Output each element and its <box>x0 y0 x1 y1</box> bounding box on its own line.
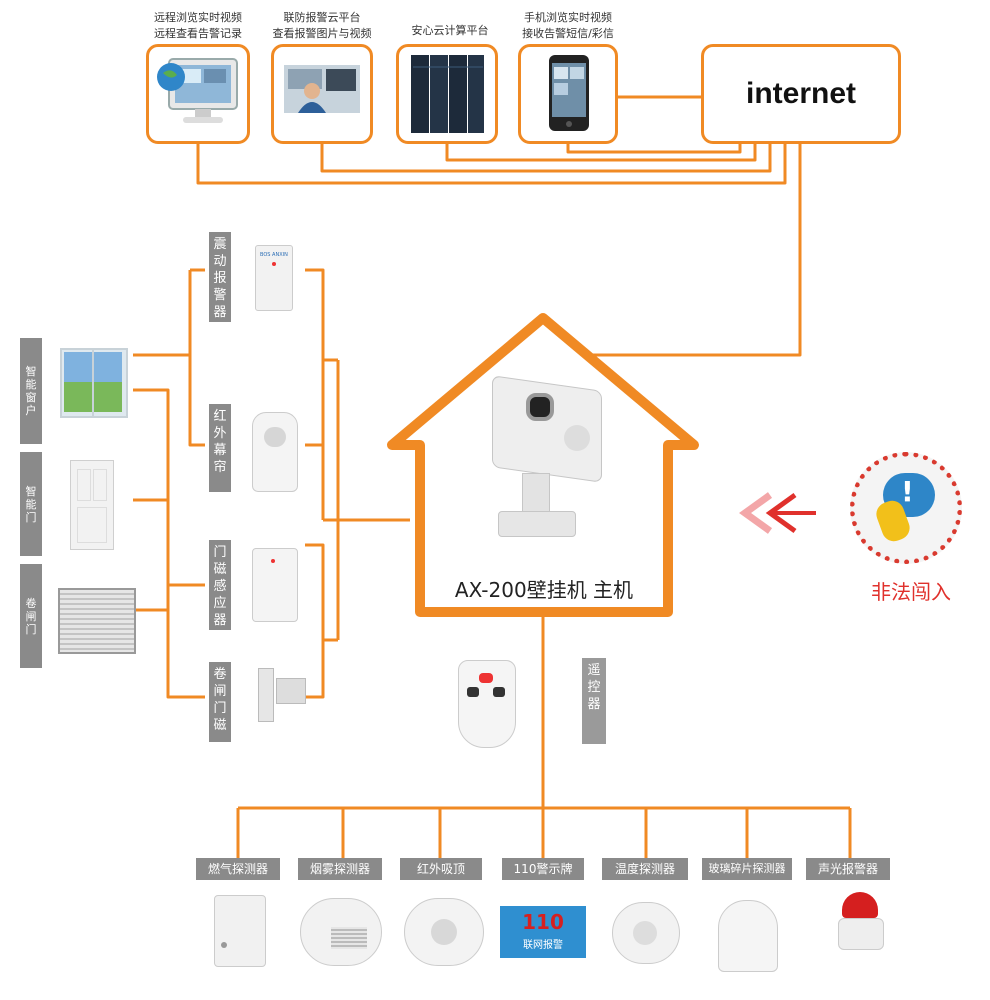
label-ir-curtain: 红外幕帘 <box>209 404 231 492</box>
sign-text: 联网报警 <box>523 940 563 951</box>
internet-box[interactable]: internet <box>701 44 901 144</box>
label-char: 器 <box>213 613 227 628</box>
label-char: 智 <box>25 365 37 378</box>
top-caption-3: 安心云计算平台 <box>390 23 510 39</box>
label-char: 磁 <box>213 562 227 577</box>
temp-detector-icon <box>612 902 680 964</box>
device-box-remote-view[interactable] <box>146 44 250 144</box>
label-ceiling-ir: 红外吸顶 <box>400 858 482 880</box>
top-caption-2: 联防报警云平台 查看报警图片与视频 <box>262 10 382 42</box>
label-char: 门 <box>213 545 227 560</box>
label-temp-detector: 温度探测器 <box>602 858 688 880</box>
server-rack-icon <box>411 55 484 133</box>
label-char: 报 <box>213 271 227 286</box>
siren-icon <box>838 892 884 950</box>
camera-main-unit-icon <box>484 375 604 563</box>
label-char: 户 <box>25 404 37 417</box>
sign-number: 110 <box>522 910 564 934</box>
vibration-sensor-icon: BOS ANXIN <box>255 245 293 311</box>
label-110-sign: 110警示牌 <box>502 858 584 880</box>
window-icon <box>60 348 128 418</box>
label-char: 感 <box>213 579 227 594</box>
caption-line: 手机浏览实时视频 <box>524 11 612 24</box>
intrusion-arrow-icon <box>739 492 816 534</box>
remote-control-icon <box>458 660 516 748</box>
gas-detector-icon <box>214 895 266 967</box>
door-icon <box>70 460 114 550</box>
label-char: 磁 <box>213 718 227 733</box>
rolling-shutter-icon <box>58 588 136 654</box>
caption-line: 远程浏览实时视频 <box>154 11 242 24</box>
label-char: 卷 <box>25 596 37 610</box>
ir-curtain-sensor-icon <box>252 412 298 492</box>
label-smart-door: 智能门 <box>20 452 42 556</box>
label-char: 门 <box>25 510 37 524</box>
label-char: 应 <box>213 596 227 611</box>
label-char: 门 <box>213 701 227 716</box>
device-box-mobile[interactable] <box>518 44 618 144</box>
device-box-cloud-platform[interactable] <box>396 44 498 144</box>
caption-line: 安心云计算平台 <box>411 24 489 37</box>
label-char: 帘 <box>213 460 227 475</box>
label-char: 闸 <box>213 684 227 699</box>
label-glass-break-detector: 玻璃碎片探测器 <box>702 858 792 880</box>
brand-logo: BOS ANXIN <box>260 252 288 258</box>
caption-line: 联防报警云平台 <box>283 11 361 24</box>
label-smart-window: 智能窗户 <box>20 338 42 444</box>
intruder-icon: ! <box>850 452 962 564</box>
label-char: 门 <box>25 622 37 636</box>
label-char: 控 <box>587 680 601 695</box>
label-char: 红 <box>213 409 227 424</box>
computer-monitor-icon <box>157 58 238 123</box>
caption-line: 远程查看告警记录 <box>154 27 242 40</box>
label-remote-control: 遥控器 <box>582 658 606 744</box>
label-char: 器 <box>213 305 227 320</box>
label-char: 外 <box>213 426 227 441</box>
ceiling-ir-icon <box>404 898 484 966</box>
label-siren: 声光报警器 <box>806 858 890 880</box>
label-char: 闸 <box>25 609 37 623</box>
label-char: 动 <box>213 254 227 269</box>
device-box-alarm-cloud[interactable] <box>271 44 373 144</box>
label-vibration-detector: 震动报警器 <box>209 232 231 322</box>
label-char: 警 <box>213 288 227 303</box>
label-char: 卷 <box>213 667 227 682</box>
smartphone-icon <box>549 55 589 131</box>
label-char: 能 <box>25 378 37 391</box>
label-shutter-magnet: 卷闸门磁 <box>209 662 231 742</box>
internet-label: internet <box>745 77 856 110</box>
intrusion-label: 非法闯入 <box>871 580 951 604</box>
caption-line: 查看报警图片与视频 <box>272 27 372 40</box>
label-smoke-detector: 烟雾探测器 <box>298 858 382 880</box>
label-char: 震 <box>213 237 227 252</box>
top-caption-1: 远程浏览实时视频 远程查看告警记录 <box>138 10 258 42</box>
label-char: 窗 <box>25 391 37 404</box>
label-door-magnet: 门磁感应器 <box>209 540 231 630</box>
warning-sign-icon: 110 联网报警 <box>500 906 586 958</box>
label-char: 遥 <box>587 663 601 678</box>
smoke-detector-icon <box>300 898 382 966</box>
top-caption-4: 手机浏览实时视频 接收告警短信/彩信 <box>508 10 628 42</box>
label-char: 能 <box>25 497 37 511</box>
door-magnet-sensor-icon <box>252 548 298 622</box>
security-operator-icon <box>284 65 360 113</box>
shutter-magnet-sensor-icon <box>258 668 306 738</box>
label-gas-detector: 燃气探测器 <box>196 858 280 880</box>
glass-break-detector-icon <box>718 900 778 972</box>
main-unit-label: AX-200壁挂机 主机 <box>454 578 634 602</box>
label-rolling-shutter: 卷闸门 <box>20 564 42 668</box>
caption-line: 接收告警短信/彩信 <box>522 27 614 40</box>
label-char: 器 <box>587 697 601 712</box>
label-char: 智 <box>25 484 37 498</box>
label-char: 幕 <box>213 443 227 458</box>
